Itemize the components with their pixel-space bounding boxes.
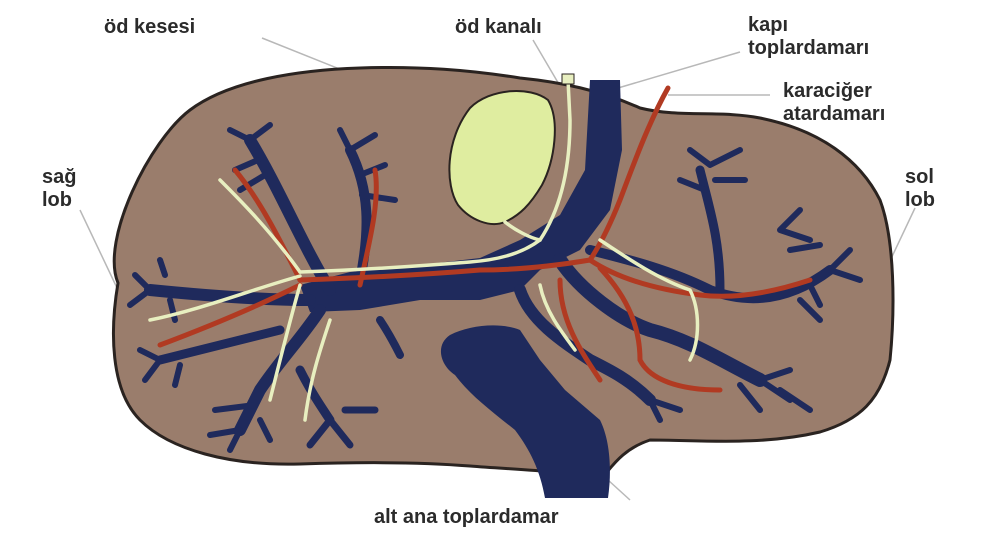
label-karaciger-atardamari: karaciğer atardamarı: [783, 80, 885, 126]
label-od-kesesi: öd kesesi: [104, 16, 195, 39]
label-od-kanali: öd kanalı: [455, 16, 542, 39]
label-sag-lob: sağ lob: [42, 166, 76, 212]
label-alt-ana-toplardamar: alt ana toplardamar: [374, 506, 559, 529]
label-sol-lob: sol lob: [905, 166, 935, 212]
label-kapi-toplardamari: kapı toplardamarı: [748, 14, 869, 60]
bile-duct-end: [562, 74, 574, 84]
